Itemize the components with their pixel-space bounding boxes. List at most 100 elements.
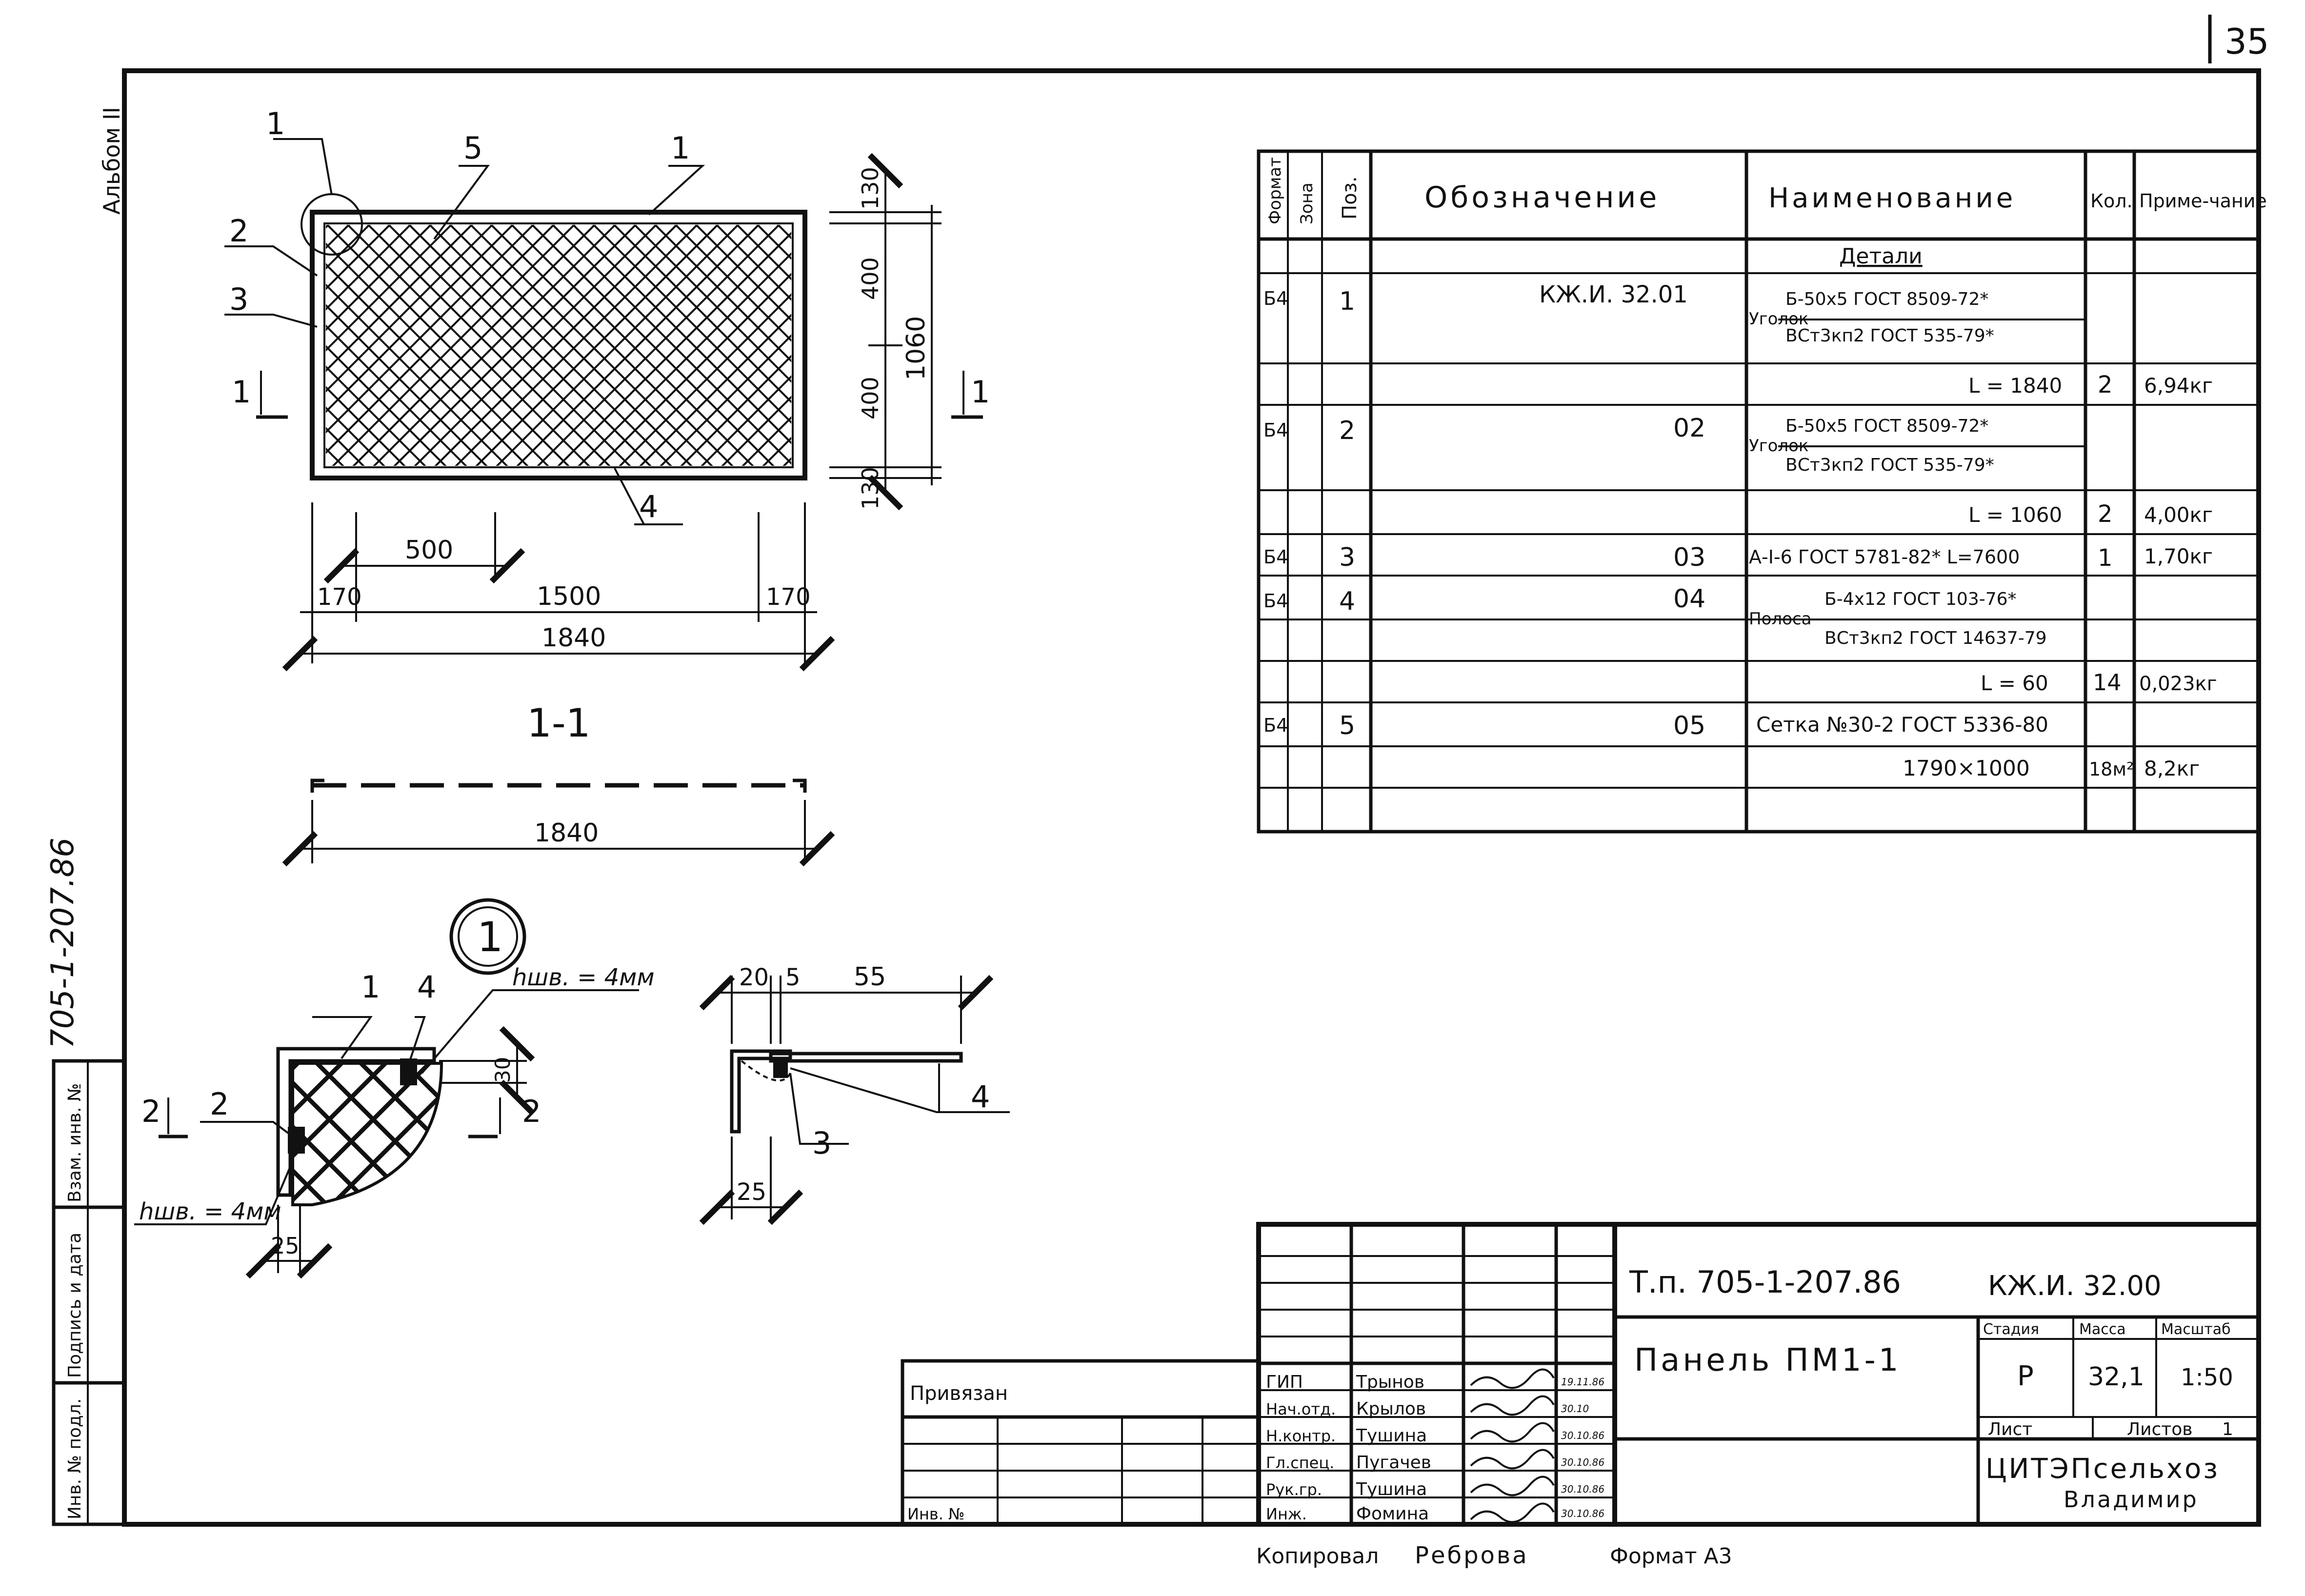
r3-format: Б4 bbox=[1263, 419, 1288, 441]
tb-date-6: 30.10.86 bbox=[1561, 1508, 1604, 1519]
privyazan-block: Привязан Инв. № bbox=[901, 1359, 1261, 1526]
r5-name: А-I-6 ГОСТ 5781-82* L=7600 bbox=[1749, 546, 2020, 568]
r8-pos: 5 bbox=[1339, 711, 1355, 740]
r8-name: Сетка №30-2 ГОСТ 5336-80 bbox=[1756, 713, 2048, 737]
mesh-fill bbox=[326, 225, 791, 466]
tb-date-2: 30.10 bbox=[1561, 1403, 1589, 1415]
plan-cut-left: 1 bbox=[232, 374, 251, 410]
node-weld-top: hшв. = 4мм bbox=[512, 964, 655, 991]
detail-pos3: 3 bbox=[812, 1125, 831, 1161]
tb-code: КЖ.И. 32.00 bbox=[1988, 1270, 2162, 1302]
tb-date-3: 30.10.86 bbox=[1561, 1430, 1604, 1441]
tb-sheets: 1 bbox=[2222, 1419, 2233, 1439]
tb-scale: 1:50 bbox=[2181, 1364, 2233, 1391]
tb-name-4: Пугачев bbox=[1356, 1453, 1431, 1473]
r6-pos: 4 bbox=[1339, 587, 1355, 616]
dim-1500: 1500 bbox=[537, 582, 601, 611]
tb-stage-label: Стадия bbox=[1983, 1321, 2039, 1338]
node-1-detail: 1 1 4 2 2 2 hшв. = 4мм hшв. = 4мм 30 25 bbox=[134, 898, 655, 1279]
r5-pos: 3 bbox=[1339, 543, 1355, 572]
r5-qty: 1 bbox=[2098, 544, 2113, 572]
tb-name-6: Фомина bbox=[1356, 1504, 1429, 1524]
r4-note: 4,00кг bbox=[2144, 503, 2213, 527]
node-pos2: 2 bbox=[210, 1086, 229, 1122]
plan-cut-right: 1 bbox=[971, 374, 990, 410]
r6-format: Б4 bbox=[1263, 590, 1288, 612]
r5-designation: 03 bbox=[1673, 543, 1705, 572]
side-stamp-vzam: Взам. инв. № bbox=[65, 1083, 85, 1202]
node-dim-30: 30 bbox=[491, 1057, 515, 1083]
r2-note: 6,94кг bbox=[2144, 374, 2213, 398]
r7-note: 0,023кг bbox=[2139, 673, 2217, 695]
th-pos: Поз. bbox=[1339, 176, 1361, 219]
r7-qty: 14 bbox=[2093, 669, 2122, 696]
detail-pos4: 4 bbox=[971, 1079, 990, 1115]
th-note: Приме-чание bbox=[2139, 190, 2267, 212]
tb-stage: Р bbox=[2017, 1360, 2034, 1392]
plan-pos5: 5 bbox=[463, 130, 482, 166]
tb-role-2: Нач.отд. bbox=[1266, 1400, 1336, 1418]
r3-designation: 02 bbox=[1673, 414, 1705, 443]
dim-1840: 1840 bbox=[541, 623, 606, 653]
tb-org-2: Владимир bbox=[2064, 1486, 2199, 1513]
tb-org-1: ЦИТЭПсельхоз bbox=[1985, 1453, 2220, 1485]
tb-name-3: Тушина bbox=[1356, 1426, 1427, 1446]
section-1-1: 1-1 1840 bbox=[282, 700, 835, 867]
footer-copied-label: Копировал bbox=[1256, 1544, 1379, 1569]
dim-500: 500 bbox=[405, 536, 453, 565]
album-label: Альбом II bbox=[99, 107, 125, 215]
tb-date-4: 30.10.86 bbox=[1561, 1456, 1604, 1468]
section-dim-1840: 1840 bbox=[534, 818, 599, 848]
r9-qty: 18м² bbox=[2089, 758, 2134, 780]
tb-name-2: Крылов bbox=[1356, 1399, 1426, 1419]
tb-sheet-label: Лист bbox=[1988, 1419, 2032, 1439]
tb-scale-label: Масштаб bbox=[2161, 1321, 2231, 1338]
r1-name-bottom: ВСт3кп2 ГОСТ 535-79* bbox=[1785, 326, 1994, 346]
tb-sheets-label: Листов bbox=[2127, 1419, 2192, 1439]
r2-name: L = 1840 bbox=[1968, 374, 2062, 398]
plan-view: 1 1 2 3 4 5 1 1 130 400 400 130 1060 500 bbox=[224, 106, 990, 672]
tb-role-6: Инж. bbox=[1266, 1505, 1307, 1523]
detail-2-2: 4 3 20 5 55 25 bbox=[699, 962, 1010, 1225]
th-name: Наименование bbox=[1768, 182, 2016, 214]
dim-1060: 1060 bbox=[902, 316, 931, 380]
node-weld-bottom: hшв. = 4мм bbox=[139, 1198, 281, 1225]
r8-format: Б4 bbox=[1263, 715, 1288, 736]
side-stamp-inv-podl: Инв. № подл. bbox=[65, 1398, 85, 1519]
th-format: Формат bbox=[1265, 157, 1285, 224]
spec-section-title: Детали bbox=[1839, 244, 1923, 269]
plan-pos3: 3 bbox=[229, 281, 248, 317]
r4-name: L = 1060 bbox=[1968, 503, 2062, 527]
r6-name-top: Б-4х12 ГОСТ 103-76* bbox=[1824, 589, 2017, 609]
r6-name-prefix: Полоса bbox=[1749, 609, 1811, 629]
title-block: Т.п. 705-1-207.86 КЖ.И. 32.00 Панель ПМ1… bbox=[1256, 1222, 2261, 1527]
spec-table: Формат Зона Поз. Обозначение Наименовани… bbox=[1257, 149, 2267, 834]
plan-pos2: 2 bbox=[229, 213, 248, 249]
footer-format: Формат А3 bbox=[1610, 1544, 1732, 1569]
dim-400-b: 400 bbox=[857, 377, 883, 419]
side-code: 705-1-207.86 bbox=[45, 838, 81, 1049]
inv-no-label: Инв. № bbox=[907, 1505, 964, 1523]
r1-designation: КЖ.И. 32.01 bbox=[1539, 281, 1688, 308]
tb-mass: 32,1 bbox=[2088, 1362, 2145, 1392]
plan-pos1-right: 1 bbox=[671, 130, 690, 166]
r1-pos: 1 bbox=[1339, 287, 1355, 316]
detail-dim-20: 20 bbox=[739, 964, 769, 991]
r3-name-top: Б-50х5 ГОСТ 8509-72* bbox=[1785, 416, 1988, 436]
r3-name-prefix: Уголок bbox=[1749, 436, 1808, 456]
r4-qty: 2 bbox=[2098, 500, 2113, 528]
tb-role-3: Н.контр. bbox=[1266, 1427, 1336, 1445]
r3-name-bottom: ВСт3кп2 ГОСТ 535-79* bbox=[1785, 455, 1994, 475]
side-stamp-podpis: Подпись и дата bbox=[65, 1233, 85, 1378]
th-designation: Обозначение bbox=[1424, 180, 1660, 215]
detail-dim-55: 55 bbox=[854, 962, 886, 992]
plan-pos4: 4 bbox=[639, 489, 658, 524]
node-mark: 1 bbox=[477, 913, 503, 961]
r7-name: L = 60 bbox=[1981, 671, 2048, 695]
page-number: 35 bbox=[2225, 21, 2269, 62]
r1-name-top: Б-50х5 ГОСТ 8509-72* bbox=[1785, 289, 1988, 309]
tb-date-1: 19.11.86 bbox=[1561, 1376, 1604, 1388]
tb-date-5: 30.10.86 bbox=[1561, 1483, 1604, 1495]
dim-130-top: 130 bbox=[857, 167, 883, 210]
